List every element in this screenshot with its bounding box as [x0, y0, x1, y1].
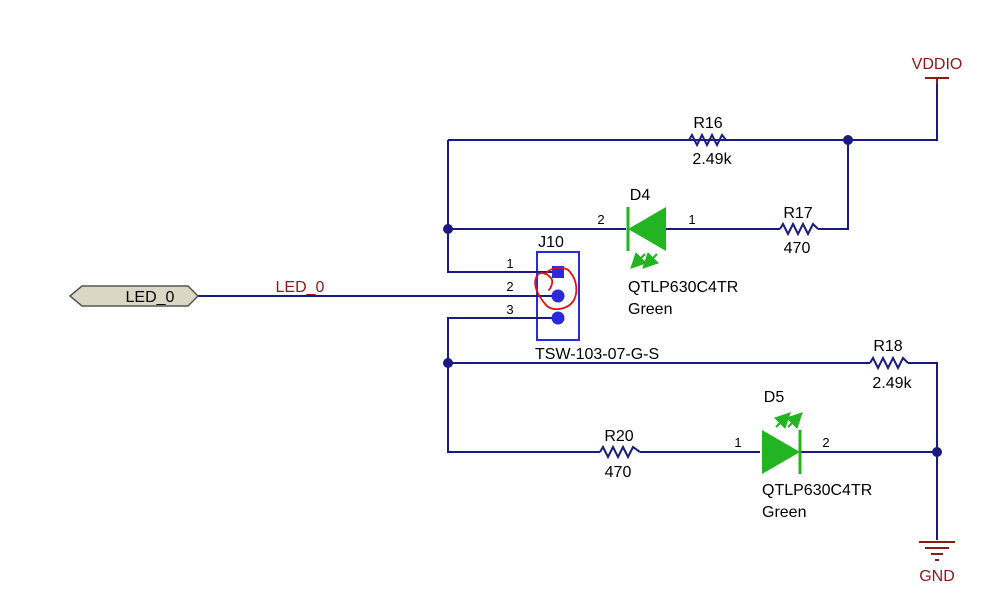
resistor-r18: R18 2.49k — [869, 338, 913, 392]
j10-pin2-number: 2 — [506, 279, 513, 294]
r17-right-wire — [818, 140, 849, 230]
j10-part: TSW-103-07-G-S — [535, 346, 659, 363]
d5-pin-anode: 1 — [734, 435, 741, 450]
r20-value: 470 — [605, 464, 632, 481]
d5-ref: D5 — [764, 389, 785, 406]
d4-part: QTLP630C4TR — [628, 279, 738, 296]
j10-pin2-pad — [551, 289, 565, 303]
gnd-wire — [908, 362, 938, 540]
gnd-label: GND — [919, 568, 955, 585]
d4-pin-anode: 2 — [597, 212, 604, 227]
led-d4: D4 2 1 QTLP630C4TR Green — [597, 187, 738, 318]
vddio-symbol: VDDIO — [912, 56, 963, 84]
j10-pin1-number: 1 — [506, 256, 513, 271]
vddio-label: VDDIO — [912, 56, 963, 73]
r17-ref: R17 — [783, 205, 812, 222]
junctions — [443, 135, 942, 457]
d5-part: QTLP630C4TR — [762, 482, 872, 499]
r16-ref: R16 — [693, 115, 722, 132]
r16-value: 2.49k — [692, 151, 732, 168]
resistor-r16: R16 2.49k — [688, 115, 733, 168]
connector-j10: J10 1 2 3 TSW-103-07-G-S — [506, 234, 659, 363]
d5-pin-cathode: 2 — [822, 435, 829, 450]
r18-ref: R18 — [873, 338, 902, 355]
j10-pin1-wire — [447, 140, 533, 273]
port-label: LED_0 — [126, 289, 175, 306]
wires — [198, 80, 938, 540]
vddio-wire — [448, 80, 938, 141]
junction-dot — [932, 447, 942, 457]
gnd-symbol — [919, 541, 955, 561]
r20-ref: R20 — [604, 428, 633, 445]
resistor-r20: R20 470 — [599, 428, 641, 481]
j10-ref: J10 — [538, 234, 564, 251]
j10-pin3-wire — [447, 317, 600, 453]
junction-dot — [443, 358, 453, 368]
resistor-r17: R17 470 — [779, 205, 819, 257]
r17-value: 470 — [784, 240, 811, 257]
led-d5: D5 1 2 QTLP630C4TR Green — [734, 389, 872, 521]
d4-ref: D4 — [630, 187, 651, 204]
net-label-led0: LED_0 — [276, 279, 325, 296]
r18-value: 2.49k — [872, 375, 912, 392]
junction-dot — [443, 224, 453, 234]
d4-pin-cathode: 1 — [688, 212, 695, 227]
d4-color: Green — [628, 301, 672, 318]
junction-dot — [843, 135, 853, 145]
led0-port: LED_0 — [68, 285, 200, 307]
j10-pin3-pad — [551, 311, 565, 325]
d5-color: Green — [762, 504, 806, 521]
jumper-annotation — [534, 266, 578, 311]
j10-pin3-number: 3 — [506, 302, 513, 317]
